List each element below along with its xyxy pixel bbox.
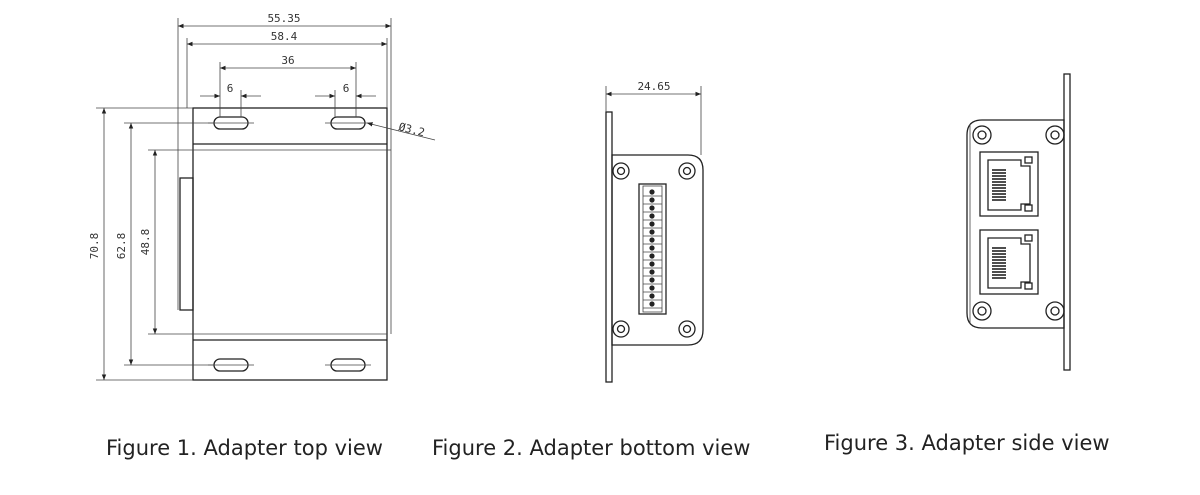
terminal-pin bbox=[649, 269, 655, 275]
figure-3-caption: Figure 3. Adapter side view bbox=[824, 431, 1110, 455]
dim-hole-diameter: Ø3.2 bbox=[397, 120, 426, 139]
side-view-flange bbox=[1063, 73, 1071, 371]
terminal-pin bbox=[649, 301, 655, 307]
terminal-pin bbox=[649, 285, 655, 291]
screw-icon bbox=[612, 162, 630, 180]
terminal-pin bbox=[649, 293, 655, 299]
mounting-slot bbox=[208, 116, 254, 130]
screw-icon bbox=[678, 162, 696, 180]
dim-overall-height: 70.8 bbox=[88, 233, 101, 260]
terminal-pin bbox=[649, 221, 655, 227]
terminal-pin bbox=[649, 261, 655, 267]
terminal-pin bbox=[649, 189, 655, 195]
terminal-pin bbox=[649, 237, 655, 243]
screw-icon bbox=[1045, 301, 1065, 321]
terminal-pin bbox=[649, 197, 655, 203]
dim-depth: 24.65 bbox=[637, 80, 670, 93]
side-view-housing bbox=[966, 119, 1065, 329]
terminal-pin bbox=[649, 229, 655, 235]
dim-slot-spacing: 36 bbox=[281, 54, 294, 67]
mounting-slot bbox=[325, 358, 371, 372]
terminal-block bbox=[638, 183, 667, 315]
screw-icon bbox=[972, 301, 992, 321]
screw-icon bbox=[972, 125, 992, 145]
ethernet-port-icon bbox=[979, 229, 1039, 295]
terminal-pin bbox=[649, 245, 655, 251]
dim-overall-width: 55.35 bbox=[267, 12, 300, 25]
side-view-drawing bbox=[966, 73, 1071, 371]
ethernet-port-icon bbox=[979, 151, 1039, 217]
screw-icon bbox=[612, 320, 630, 338]
bottom-view-drawing: 24.65 bbox=[605, 80, 704, 383]
dim-flange-width: 58.4 bbox=[271, 30, 298, 43]
top-view-outline bbox=[192, 107, 388, 381]
screw-icon bbox=[1045, 125, 1065, 145]
terminal-pin bbox=[649, 213, 655, 219]
figure-2-caption: Figure 2. Adapter bottom view bbox=[432, 436, 751, 460]
terminal-pin bbox=[649, 253, 655, 259]
screw-icon bbox=[678, 320, 696, 338]
terminal-pin bbox=[649, 205, 655, 211]
mounting-slot bbox=[325, 116, 371, 130]
mounting-slot bbox=[208, 358, 254, 372]
terminal-pin bbox=[649, 277, 655, 283]
dim-slot-width-right: 6 bbox=[343, 82, 350, 95]
top-view-left-lip bbox=[179, 177, 194, 311]
figure-1-caption: Figure 1. Adapter top view bbox=[106, 436, 383, 460]
dim-slot-width-left: 6 bbox=[227, 82, 234, 95]
dim-body-height: 48.8 bbox=[139, 229, 152, 256]
bottom-view-flange bbox=[605, 111, 613, 383]
dim-slot-center-height: 62.8 bbox=[115, 233, 128, 260]
top-view-drawing: 55.35 58.4 36 6 6 Ø3.2 70.8 62.8 48.8 bbox=[88, 12, 436, 381]
bottom-view-housing bbox=[611, 154, 704, 346]
